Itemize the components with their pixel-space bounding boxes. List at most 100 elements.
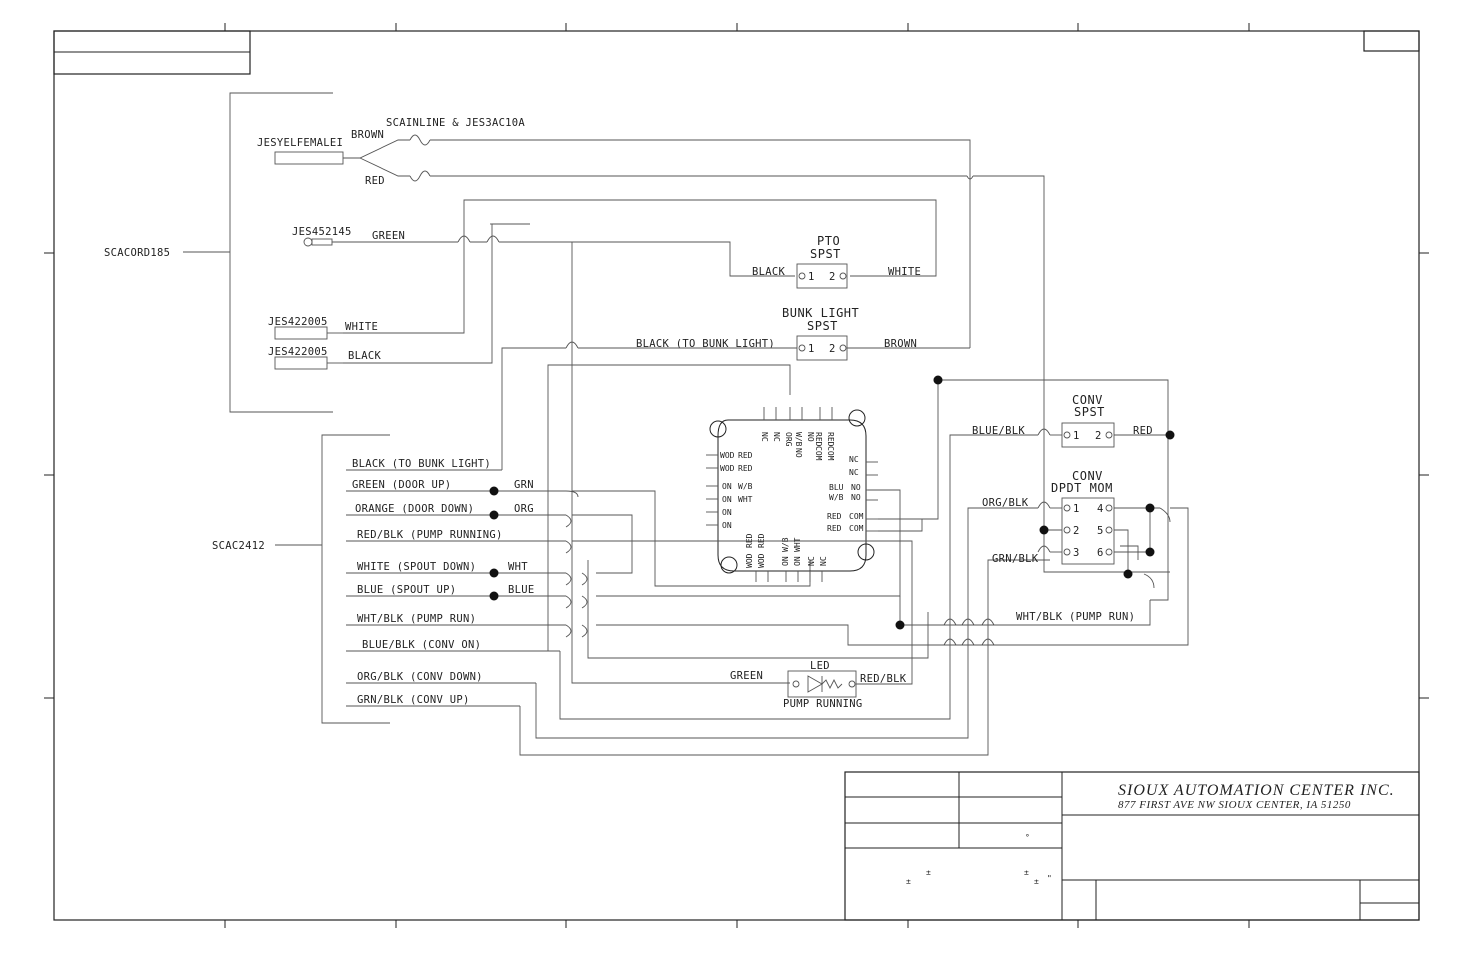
module-right-pin-label: NC [849,468,859,477]
harness-wire-1: BLACK (TO BUNK LIGHT) [352,458,491,470]
module-top-pin-label: COM [826,446,835,461]
module-top-pin-label: NC [772,432,781,442]
junction-dot [933,375,943,385]
module-bottom-pin-label: NC [807,556,816,566]
jes422005-black-label: JES422005 [268,346,328,358]
harness-wire-7: WHT/BLK (PUMP RUN) [357,613,476,625]
module-left-pin-label: WOD [720,464,735,473]
scacord185-bracket: SCACORD185 [104,92,333,413]
module-right-pin-label: RED [827,512,842,521]
wht-blk-pump-label: WHT/BLK (PUMP RUN) [1016,611,1135,623]
jes422005-white-label: JES422005 [268,316,328,328]
pto-switch: PTO SPST 1 2 BLACK WHITE [752,234,921,289]
dpdt-orgblk-label: ORG/BLK [982,497,1029,509]
harness-wire-3: ORANGE (DOOR DOWN) [355,503,474,515]
conv-blueblk-label: BLUE/BLK [972,425,1025,437]
dpdt-pin2: 2 [1073,525,1080,537]
module-bottom-pin-label: ON [793,556,802,566]
scainline-label: SCAINLINE & JES3AC10A [386,117,525,129]
module-left-pin-label: W/B [738,482,753,491]
module-top-pin-label: NO [806,432,815,442]
module-right-pin-label: RED [827,524,842,533]
conv-dpdt-type: DPDT MOM [1051,481,1113,495]
scac2412-bracket: SCAC2412 [212,434,390,724]
dpdt-pin1: 1 [1073,503,1080,515]
harness-wire-2: GREEN (DOOR UP) [352,479,451,491]
module-bottom-pin-label: NC [819,556,828,566]
module-top-pin-label: W/B [794,432,803,447]
harness-wires: BLACK (TO BUNK LIGHT) GREEN (DOOR UP) OR… [346,364,1189,756]
company-address: 877 FIRST AVE NW SIOUX CENTER, IA 51250 [1118,799,1351,811]
bunk-pin1: 1 [808,343,815,355]
jesyelfemale-connector: JESYELFEMALEI BROWN RED SCAINLINE & JES3… [257,117,1045,424]
junction-dot [489,486,499,496]
tolerance-3: ± [1024,868,1029,877]
module-left-pin-label: ON [722,508,732,517]
module-right-pin-label: NO [851,493,861,502]
junction-dot [489,568,499,578]
pto-black-label: BLACK [752,266,785,278]
led-green-label: GREEN [730,670,763,682]
harness-wire-5: WHITE (SPOUT DOWN) [357,561,476,573]
module-right-pin-label: NO [851,483,861,492]
scacord185-label: SCACORD185 [104,247,170,259]
module-top-pins: NC NC ORG W/B NO NO RED RED COM COM [760,407,835,461]
tolerance-2: ± [906,877,911,886]
module-left-pin-label: ON [722,482,732,491]
control-module: NC NC ORG W/B NO NO RED RED COM COM WOD … [706,407,878,582]
conv-spst-type: SPST [1074,405,1105,419]
jes422005-black-connector: JES422005 BLACK [268,223,530,370]
module-left-pins: WOD RED WOD RED ON W/B ON WHT ON ON [706,451,753,530]
conv-spst-pin1: 1 [1073,430,1080,442]
bunk-brown-label: BROWN [884,338,917,350]
harness-wire-10: GRN/BLK (CONV UP) [357,694,470,706]
junction-dot [489,591,499,601]
dpdt-pin5: 5 [1097,525,1104,537]
jesyelfemale-label: JESYELFEMALEI [257,137,343,149]
dpdt-pin6: 6 [1097,547,1104,559]
module-left-pin-label: RED [738,451,753,460]
pto-title: PTO [817,234,840,248]
blue-label: BLUE [508,584,535,596]
module-left-pin-label: RED [738,464,753,473]
junction-dot [1165,430,1175,440]
module-left-pin-label: ON [722,495,732,504]
harness-wire-8: BLUE/BLK (CONV ON) [362,639,481,651]
junction-dot [1123,569,1133,579]
degree-symbol: ° [1025,833,1030,842]
conv-red-label: RED [1133,425,1153,437]
module-left-pin-label: WHT [738,495,753,504]
module-left-pin-label: WOD [720,451,735,460]
harness-wire-9: ORG/BLK (CONV DOWN) [357,671,483,683]
module-top-pin-label: RED [814,432,823,447]
conv-spst-title: CONV [1072,393,1103,407]
conv-dpdt-switch: CONV DPDT MOM 1 2 3 4 5 6 ORG/BLK GRN/BL… [967,424,1171,625]
bunk-black-label: BLACK (TO BUNK LIGHT) [636,338,775,350]
wht-label: WHT [508,561,528,573]
scac2412-label: SCAC2412 [212,540,265,552]
jes452145-connector: JES452145 GREEN [292,226,795,470]
harness-wire-6: BLUE (SPOUT UP) [357,584,456,596]
green-wire-label: GREEN [372,230,405,242]
brown-wire-label: BROWN [351,129,384,141]
module-top-pin-label: RED [826,432,835,447]
dpdt-pin4: 4 [1097,503,1104,515]
module-top-pin-label: NC [760,432,769,442]
led-caption: PUMP RUNNING [783,698,862,710]
module-bottom-pin-label: W/B [781,537,790,552]
junction-dot [1145,547,1155,557]
company-name: SIOUX AUTOMATION CENTER INC. [1118,782,1395,799]
tolerance-4: ± [1034,877,1039,886]
module-right-wiring: WHT/BLK (PUMP RUN) [878,375,1151,646]
white-wire-label: WHITE [345,321,378,333]
module-right-pin-label: BLU [829,483,844,492]
junction-dot [1039,525,1049,535]
conv-dpdt-title: CONV [1072,469,1103,483]
led-title: LED [810,660,830,672]
pump-running-led: LED GREEN RED/BLK PUMP RUNNING [572,540,913,710]
harness-wire-4: RED/BLK (PUMP RUNNING) [357,529,503,541]
module-bottom-pin-label: WOD [757,553,766,568]
org-label: ORG [514,503,534,515]
pto-white-label: WHITE [888,266,921,278]
